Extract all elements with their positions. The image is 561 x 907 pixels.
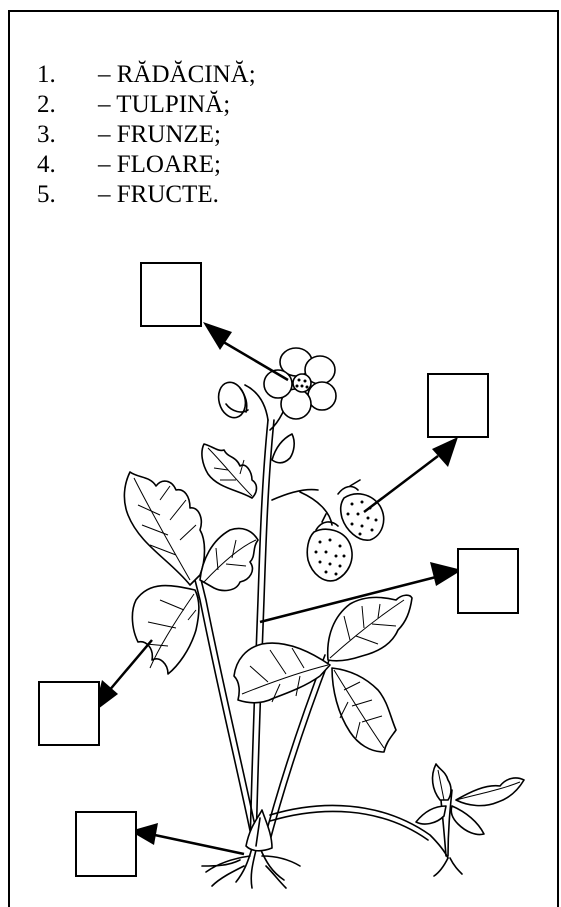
answer-box-root[interactable] — [76, 812, 136, 876]
leaf-group-upper — [202, 434, 294, 498]
arrow-line-flower — [220, 340, 288, 380]
arrow-line-leaves — [108, 640, 152, 692]
flower-center — [293, 374, 311, 392]
runner-plantlet — [416, 764, 524, 856]
answer-box-fruits[interactable] — [428, 374, 488, 437]
leaf — [234, 643, 330, 703]
strawberries — [307, 480, 383, 581]
leaf-group-right — [234, 595, 412, 752]
leaf — [200, 528, 258, 590]
leaf — [328, 595, 412, 661]
leaf — [332, 668, 396, 752]
leaf — [272, 434, 294, 463]
strawberry — [307, 529, 352, 581]
answer-box-leaves[interactable] — [39, 682, 99, 745]
flower — [215, 348, 336, 421]
leaf — [433, 764, 451, 800]
leaf-group-left — [124, 472, 258, 674]
answer-box-stem[interactable] — [458, 549, 518, 613]
answer-box-flower[interactable] — [141, 263, 201, 326]
leaf — [132, 586, 199, 674]
arrow-line-fruits — [364, 456, 438, 512]
arrowhead-fruits — [432, 437, 458, 467]
arrow-line-root — [150, 834, 244, 854]
flower-bud — [215, 379, 249, 421]
leaf — [451, 806, 484, 835]
